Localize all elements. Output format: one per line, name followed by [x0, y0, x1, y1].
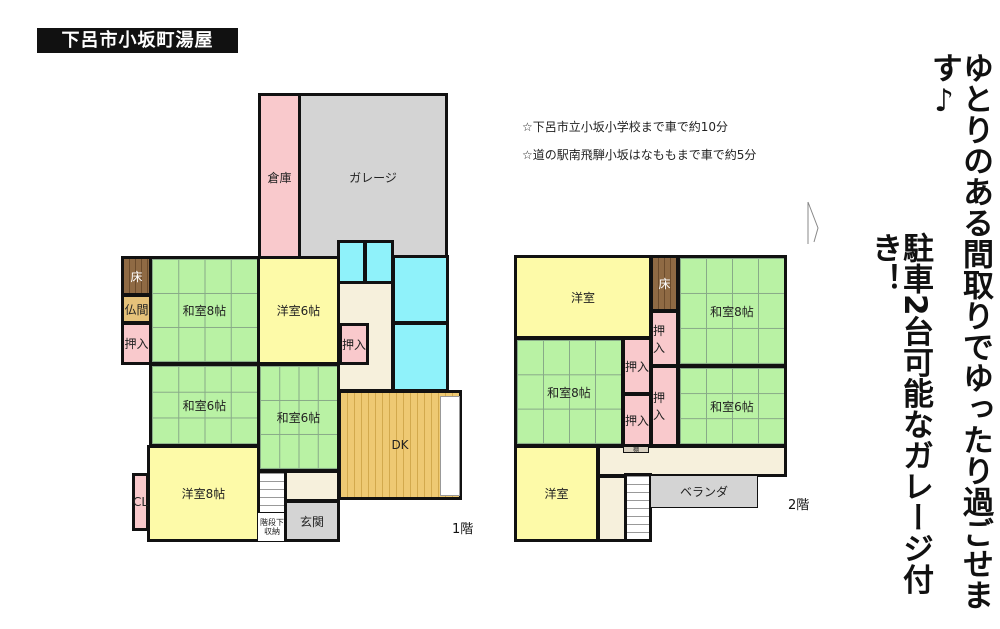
room-garage: ガレージ: [298, 93, 448, 261]
room-oshiire: 押入: [650, 310, 679, 367]
floor-1-label: 1階: [452, 522, 474, 537]
room-washitsu-8: 和室8帖: [514, 337, 624, 447]
under-stairs-storage: 階段下収納: [257, 512, 287, 542]
room-washitsu-8: 和室8帖: [677, 255, 787, 367]
catchphrase-spacious: ゆとりのある間取りでゆったり過ごせます♪: [926, 52, 993, 610]
room-oshiire: 押入: [622, 337, 652, 395]
room-washitsu-6: 和室6帖: [677, 365, 787, 447]
room-oshiire: 押入: [121, 322, 152, 365]
kitchen-counter: [440, 396, 460, 496]
room-storage: 倉庫: [258, 93, 301, 261]
note-roadside-station: ☆道の駅南飛騨小坂はなももまで車で約5分: [522, 148, 757, 162]
catchphrase-garage: 駐車2台可能なガレージ付き！: [866, 232, 933, 595]
veranda: ベランダ: [650, 475, 758, 508]
stairs: [624, 473, 652, 542]
note-school: ☆下呂市立小坂小学校まで車で約10分: [522, 120, 729, 134]
room-oshiire: 押入: [622, 393, 652, 447]
room-youshitsu: 洋室: [514, 445, 599, 542]
floor-2-label: 2階: [788, 498, 810, 513]
room-washitsu-6: 和室6帖: [257, 363, 340, 472]
room-toko: 床: [121, 256, 152, 296]
room-youshitsu-6: 洋室6帖: [257, 256, 340, 365]
room-toko: 床: [650, 255, 679, 312]
toilet-1: [337, 240, 366, 284]
room-oshiire: 押入: [339, 323, 369, 365]
toilet-2: [364, 240, 394, 284]
room-genkan: 玄関: [284, 500, 340, 542]
washroom: [392, 255, 449, 324]
north-compass-icon: [807, 201, 819, 244]
closet: CL: [132, 473, 149, 531]
room-youshitsu-8: 洋室8帖: [147, 445, 260, 542]
under-stairs-label: 階段下収納: [260, 518, 284, 536]
room-oshiire: 押入: [650, 365, 679, 447]
hallway: [597, 475, 627, 542]
shelf: 棚: [623, 446, 649, 454]
room-youshitsu: 洋室: [514, 255, 652, 339]
entry-hall: [284, 470, 340, 502]
bathroom: [392, 322, 449, 392]
room-butsuma: 仏間: [121, 294, 152, 324]
room-washitsu-6: 和室6帖: [149, 363, 260, 447]
room-washitsu-8: 和室8帖: [149, 256, 260, 365]
property-location-title: 下呂市小坂町湯屋: [37, 28, 238, 53]
